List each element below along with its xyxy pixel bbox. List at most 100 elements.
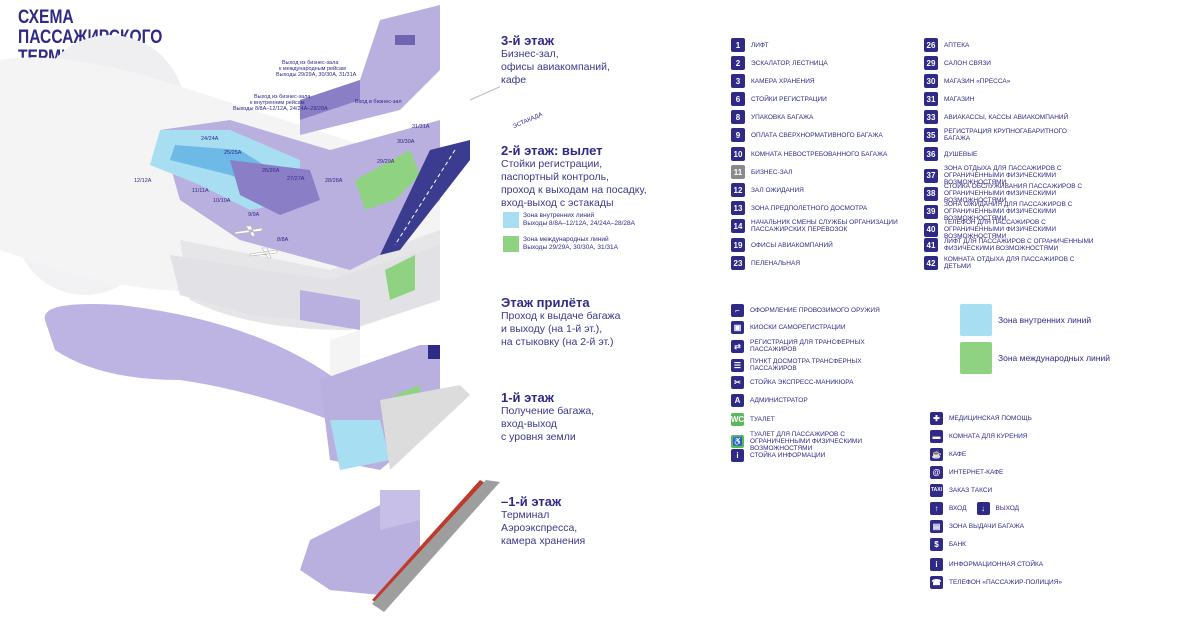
info-stand-icon: i — [930, 558, 943, 571]
legend-entry-exit: ↑ ВХОД ↓ ВЫХОД — [930, 502, 1019, 515]
arrival-floor-info: Этаж прилёта Проход к выдаче багажа и вы… — [501, 295, 701, 349]
legend-item-label: ЗОНА ПРЕДПОЛЕТНОГО ДОСМОТРА — [751, 204, 868, 212]
floor-3-block — [395, 35, 415, 45]
gate-12-label: 12/12А — [134, 178, 152, 184]
floor-minus-1-upper — [380, 490, 420, 530]
transfer-registration-icon: ⇄ — [731, 339, 744, 353]
legend-number-badge: 30 — [924, 74, 938, 88]
floor-2-desc: Стойки регистрации, паспортный контроль,… — [501, 158, 647, 209]
legend-number-badge: 33 — [924, 110, 938, 124]
gate-27-label: 27/27А — [287, 176, 305, 182]
legend-item-label: ОПЛАТА СВЕРХНОРМАТИВНОГО БАГАЖА — [751, 131, 883, 139]
aircraft-1 — [234, 225, 264, 237]
legend-icon-label: ЗОНА ВЫДАЧИ БАГАЖА — [949, 523, 1025, 530]
domestic-zone-key-gates: Выходы 8/8А–12/12А, 24/24А–28/28А — [523, 220, 635, 227]
domestic-zone-big-swatch — [960, 304, 992, 336]
international-zone-key-label: Зона международных линий — [523, 236, 609, 243]
legend-number-badge: 6 — [731, 92, 745, 106]
legend-item-label: МАГАЗИН — [944, 95, 975, 103]
departure-hall — [230, 160, 320, 215]
legend-number-badge: 8 — [731, 110, 745, 124]
legend-item-label: КАМЕРА ХРАНЕНИЯ — [751, 77, 815, 85]
gate-11-label: 11/11А — [192, 188, 209, 194]
medical-icon: ✚ — [930, 412, 943, 425]
legend-icon-item: ⌐ОФОРМЛЕНИЕ ПРОВОЗИМОГО ОРУЖИЯ — [731, 304, 880, 317]
gate-24-label: 24/24А — [201, 136, 219, 142]
legend-icon-label: ИНТЕРНЕТ-КАФЕ — [949, 469, 1004, 476]
entry-arrow-icon: ↑ — [930, 502, 943, 515]
biz-intl-exit-label-3: Выходы 29/29А, 30/30А, 31/31А — [276, 72, 357, 78]
gate-26-label: 26/26А — [262, 168, 280, 174]
floor-1-desc: Получение багажа, вход-выход с уровня зе… — [501, 405, 595, 443]
legend-item-label: КОМНАТА НЕВОСТРЕБОВАННОГО БАГАЖА — [751, 150, 888, 158]
legend-icon-item: $ БАНК — [930, 538, 966, 551]
legend-number-badge: 36 — [924, 147, 938, 161]
legend-number-badge: 23 — [731, 256, 745, 270]
title-line-1: СХЕМА — [18, 7, 74, 28]
legend-icon-item: ▬КОМНАТА ДЛЯ КУРЕНИЯ — [930, 430, 1028, 443]
gate-31-label: 31/31А — [412, 124, 430, 130]
arrival-intl — [385, 255, 415, 300]
legend-icon-item: ☰ПУНКТ ДОСМОТРА ТРАНСФЕРНЫХ ПАССАЖИРОВ — [731, 358, 900, 372]
legend-item-label: ЗАЛ ОЖИДАНИЯ — [751, 186, 804, 194]
exit-arrow-icon: ↓ — [976, 502, 990, 515]
aircraft — [234, 225, 279, 259]
legend-icon-item: ▣КИОСКИ САМОРЕГИСТРАЦИИ — [731, 321, 846, 334]
legend-item-label: ОФИСЫ АВИАКОМПАНИЙ — [751, 241, 833, 249]
international-zone-big-label: Зона международных линий — [998, 353, 1110, 363]
legend-icon-label: БАНК — [949, 541, 966, 548]
floor-3-plan — [300, 5, 440, 135]
arrival-floor-desc: Проход к выдаче багажа и выходу (на 1-й … — [501, 310, 621, 348]
police-phone-icon: ☎ — [930, 576, 943, 589]
legend-number-badge: 31 — [924, 92, 938, 106]
estakada-leader — [469, 86, 500, 101]
legend-icon-item: ✚МЕДИЦИНСКАЯ ПОМОЩЬ — [930, 412, 1032, 425]
legend-icon-label: РЕГИСТРАЦИЯ ДЛЯ ТРАНСФЕРНЫХ ПАССАЖИРОВ — [750, 339, 865, 353]
legend-item-label: ЛИФТ ДЛЯ ПАССАЖИРОВ С ОГРАНИЧЕННЫМИ ФИЗИ… — [944, 238, 1094, 252]
legend-icon-label: СТОЙКА ЭКСПРЕСС-МАНИКЮРА — [750, 379, 854, 386]
biz-dom-exit-label-1: Выход из бизнес-зала — [254, 94, 311, 100]
accessible-wc-icon: ♿ — [731, 435, 744, 448]
floor-minus-1-info: –1-й этаж Терминал Аэроэкспресса, камера… — [501, 494, 701, 548]
legend-icon-item: ♿ТУАЛЕТ ДЛЯ ПАССАЖИРОВ С ОГРАНИЧЕННЫМИ Ф… — [731, 431, 900, 452]
legend-icon-label: СТОЙКА ИНФОРМАЦИИ — [750, 452, 826, 459]
floor-2-info: 2-й этаж: вылет Стойки регистрации, пасп… — [501, 143, 701, 210]
floor-1-name: 1-й этаж — [501, 390, 554, 405]
kiosk-icon: ▣ — [731, 321, 744, 334]
cafe-icon: ☕ — [930, 448, 943, 461]
floor-1-domestic — [330, 420, 390, 470]
gun-icon: ⌐ — [731, 304, 744, 317]
gate-25-label: 25/25А — [224, 150, 242, 156]
legend-number-badge: 29 — [924, 56, 938, 70]
gate-29-label: 29/29А — [377, 159, 395, 165]
domestic-zone-swatch — [503, 212, 519, 228]
taxi-icon: TAXI — [930, 484, 943, 497]
wc-icon: WC — [730, 413, 745, 426]
legend-number-badge: 42 — [924, 256, 938, 270]
floor-minus-1-desc: Терминал Аэроэкспресса, камера хранения — [501, 509, 586, 547]
legend-icon-item: ▤ЗОНА ВЫДАЧИ БАГАЖА — [930, 520, 1024, 533]
gate-10-label: 10/10А — [213, 198, 231, 204]
legend-item-label: ЛИФТ — [751, 41, 769, 49]
bank-icon: $ — [930, 538, 943, 551]
international-zone-key-gates: Выходы 29/29А, 30/30А, 31/31А — [523, 244, 618, 251]
gate-30-label: 30/30А — [397, 139, 415, 145]
legend-icon-label: ТУАЛЕТ — [750, 416, 775, 423]
biz-intl-exit-label-1: Выход из бизнес-зала — [282, 60, 339, 66]
